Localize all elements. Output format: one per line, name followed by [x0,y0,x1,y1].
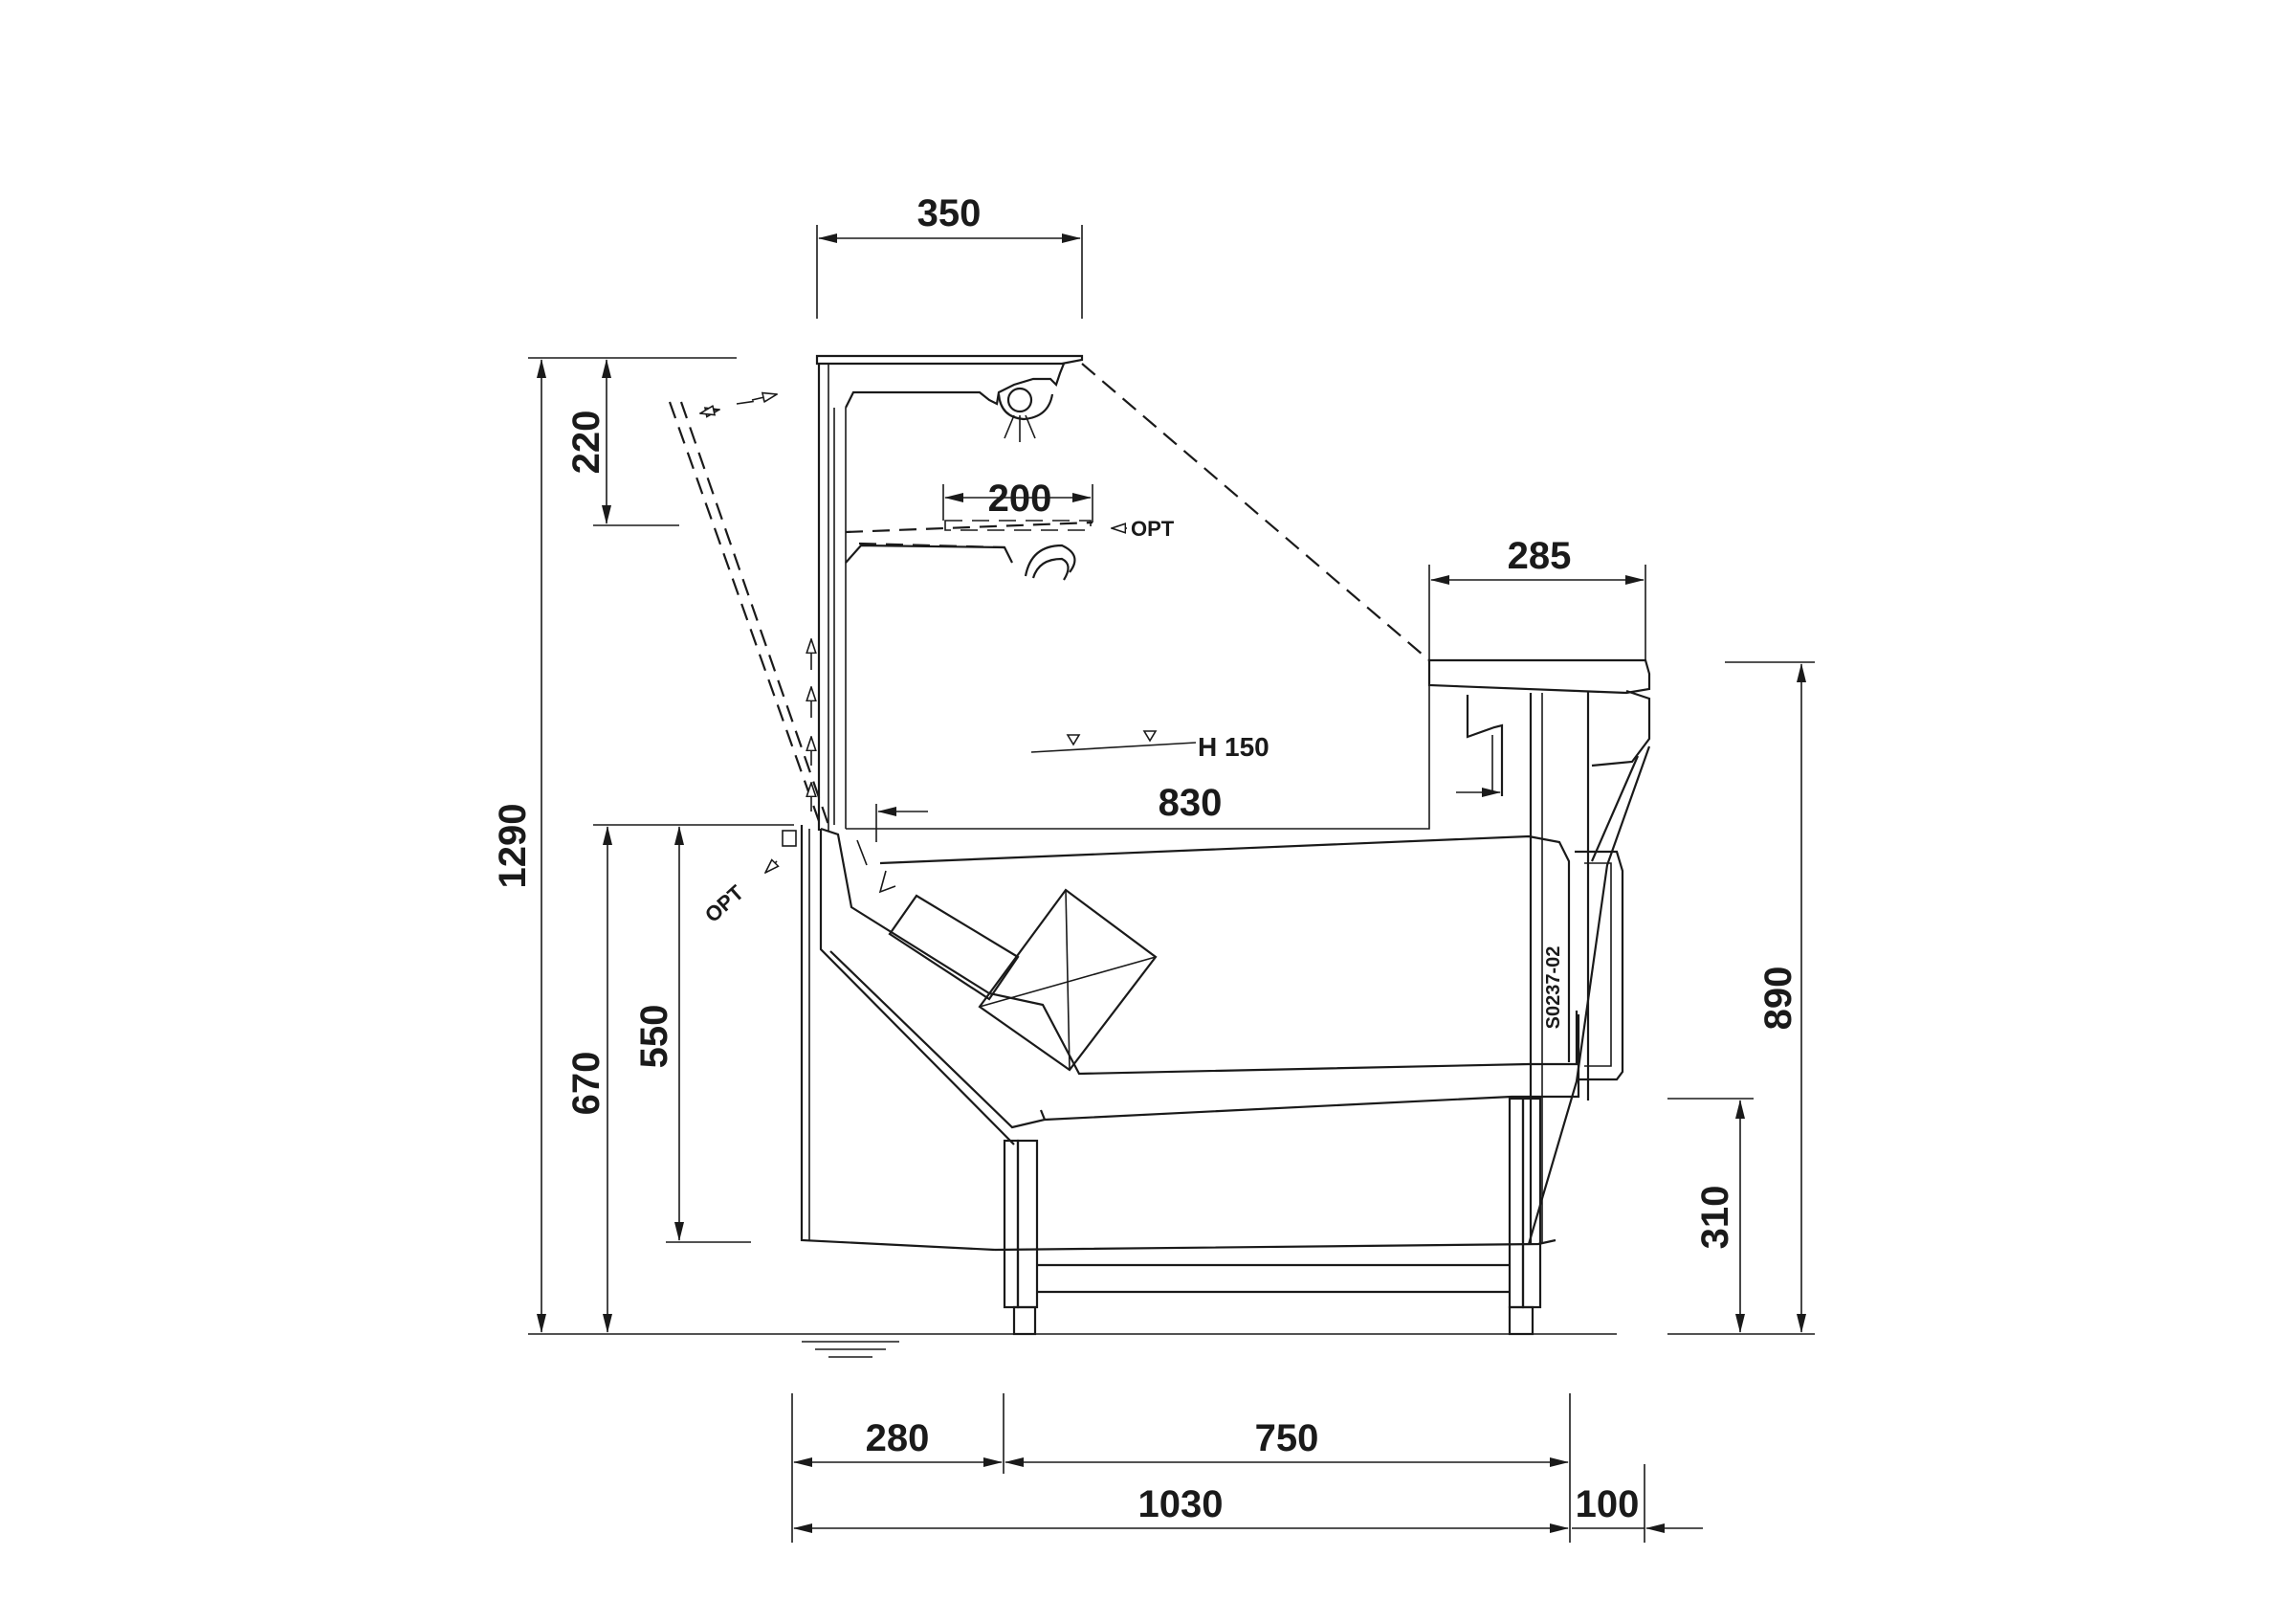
front-leg [1003,1139,1039,1336]
dim-220-label: 220 [565,411,607,475]
front-glass-open-position [668,394,830,826]
dim-285-label: 285 [1508,535,1572,577]
dimension-750: 750 [1004,1393,1571,1543]
dim-670-label: 670 [565,1052,607,1116]
dimension-830: 830 [875,782,1501,842]
dim-750-label: 750 [1255,1417,1319,1459]
dim-1290-label: 1290 [492,804,534,889]
dimension-200: 200 [942,478,1093,522]
counter-top-rear [846,658,1651,830]
dimension-550: 550 [633,826,751,1243]
level-marker [1030,730,1197,753]
dim-100-label: 100 [1576,1483,1640,1525]
opt-side-arrow-icon [765,830,797,873]
dim-550-label: 550 [633,1005,675,1069]
opt-shelf-label: OPT [1131,517,1175,541]
leg-crossbar [1037,1263,1510,1294]
rear-leg [1508,1097,1542,1336]
dimension-310: 310 [1667,1098,1754,1333]
dimension-100: 100 [1572,1464,1703,1543]
dimension-220: 220 [565,357,737,526]
dimension-280: 280 [791,1393,1004,1543]
dim-280-label: 280 [866,1417,930,1459]
dimension-670: 670 [565,824,794,1333]
top-canopy [815,354,1084,831]
dimension-285: 285 [1428,535,1646,660]
dimension-350: 350 [816,192,1083,319]
floor-line [756,1333,1617,1358]
h150-label: H 150 [1198,732,1269,762]
opt-side-label: OPT [700,880,749,927]
dimension-890: 890 [1667,661,1815,1335]
lamp-icon [1004,387,1036,442]
dim-200-label: 200 [988,478,1052,520]
dim-1030-label: 1030 [1138,1483,1224,1525]
dim-310-label: 310 [1694,1186,1736,1250]
dimension-1030: 1030 [793,1483,1569,1533]
dim-350-label: 350 [917,192,982,234]
drawing-code-label: S0237-02 [1543,946,1564,1030]
dimension-1290: 1290 [492,357,756,1335]
optional-shelf [845,520,1093,581]
dim-830-label: 830 [1159,782,1223,824]
rear-service-panel [1527,689,1651,1245]
dim-890-label: 890 [1757,967,1799,1031]
product-tray [888,888,1158,1072]
cabinet-body [800,825,1580,1252]
front-glass-closed-outline [1081,363,1430,661]
